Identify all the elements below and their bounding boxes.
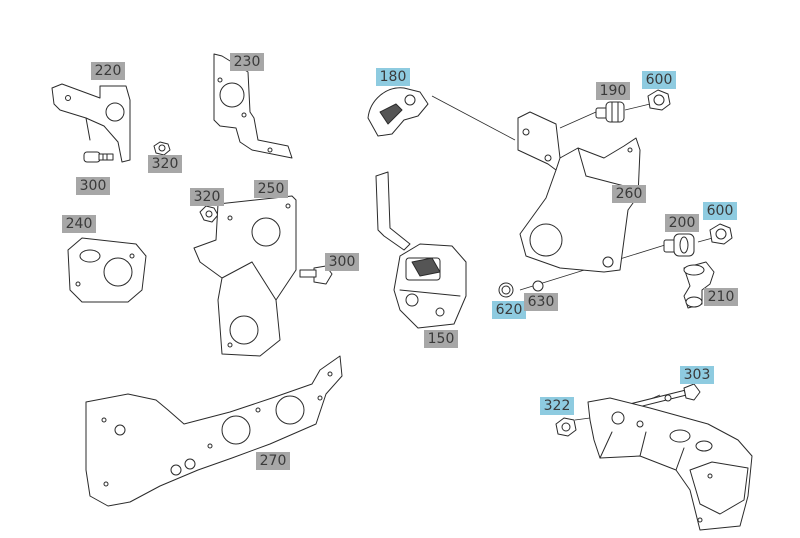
manifold-body <box>587 397 753 531</box>
bracket-220 <box>51 83 131 163</box>
label-600-right: 600 <box>703 202 737 220</box>
nut-600-top <box>647 89 671 111</box>
label-250: 250 <box>254 180 288 198</box>
label-320-middle: 320 <box>190 188 224 206</box>
label-322: 322 <box>540 397 574 415</box>
label-300-left: 300 <box>76 177 110 195</box>
clip-180 <box>367 87 429 137</box>
fitting-190 <box>595 101 625 123</box>
fitting-200 <box>663 233 695 257</box>
label-200: 200 <box>665 214 699 232</box>
gasket-240 <box>67 237 147 303</box>
nut-320-middle <box>199 205 219 223</box>
gasket-plate-270 <box>85 355 343 507</box>
bolt-300-left <box>83 151 114 163</box>
label-190: 190 <box>596 82 630 100</box>
label-240: 240 <box>62 215 96 233</box>
bracket-250 <box>193 195 297 357</box>
label-260: 260 <box>612 185 646 203</box>
washer-630 <box>532 280 544 292</box>
label-620: 620 <box>492 301 526 319</box>
lever-unit-150 <box>375 171 467 329</box>
label-180: 180 <box>376 68 410 86</box>
nut-600-right <box>709 223 733 245</box>
label-230: 230 <box>230 53 264 71</box>
label-300-right: 300 <box>325 253 359 271</box>
nut-322 <box>555 417 577 437</box>
label-150: 150 <box>424 330 458 348</box>
bolt-300-right <box>299 265 333 285</box>
bracket-230 <box>213 53 293 159</box>
nut-320-left <box>153 141 171 156</box>
elbow-210 <box>683 261 715 309</box>
washer-620 <box>498 282 514 298</box>
label-303: 303 <box>680 366 714 384</box>
label-210: 210 <box>704 288 738 306</box>
label-630: 630 <box>524 293 558 311</box>
label-270: 270 <box>256 452 290 470</box>
label-220: 220 <box>91 62 125 80</box>
label-320-left: 320 <box>148 155 182 173</box>
label-600-top: 600 <box>642 71 676 89</box>
bracket-260 <box>517 111 641 273</box>
